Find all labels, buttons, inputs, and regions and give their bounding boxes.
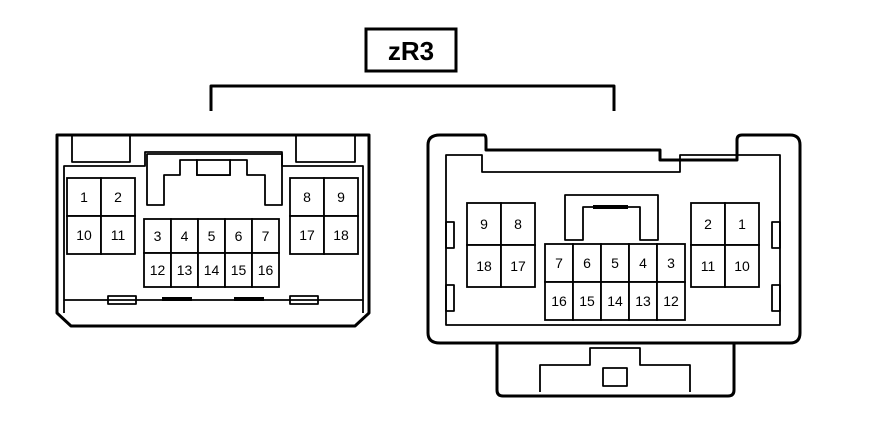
pin-number: 16: [258, 262, 274, 278]
pin-number: 17: [299, 227, 315, 243]
label-bracket: [209, 84, 616, 111]
pin-cell: [500, 202, 536, 246]
pin-cell: [224, 218, 253, 254]
pin-number: 13: [177, 262, 193, 278]
pin-number: 15: [579, 293, 595, 309]
pin-cell: [724, 202, 760, 246]
pin-number: 1: [738, 216, 746, 232]
pin-cell: [224, 252, 253, 288]
pin-number: 6: [583, 255, 591, 271]
pin-number: 4: [639, 255, 647, 271]
pin-cell: [323, 215, 359, 255]
right-connector: [426, 133, 802, 398]
pin-cell: [66, 215, 102, 255]
pin-number: 10: [76, 227, 92, 243]
pin-cell: [170, 252, 199, 288]
pin-number: 8: [303, 189, 311, 205]
pin-cell: [251, 218, 280, 254]
pin-cell: [100, 215, 136, 255]
pin-number: 3: [154, 228, 162, 244]
pin-number: 6: [235, 228, 243, 244]
pin-number: 14: [607, 293, 623, 309]
pin-number: 5: [611, 255, 619, 271]
pin-cell: [100, 177, 136, 217]
pin-cell: [656, 281, 686, 321]
pin-number: 18: [476, 258, 492, 274]
pin-number: 3: [667, 255, 675, 271]
pin-number: 1: [80, 189, 88, 205]
pin-number: 2: [704, 216, 712, 232]
right-top-left-pins: 9 8 18 17: [466, 202, 536, 288]
pin-number: 5: [208, 228, 216, 244]
pin-number: 9: [480, 216, 488, 232]
pin-number: 18: [333, 227, 349, 243]
pin-number: 7: [262, 228, 270, 244]
pin-cell: [572, 281, 602, 321]
pin-number: 11: [111, 227, 126, 243]
pin-number: 16: [551, 293, 567, 309]
pin-number: 15: [231, 262, 247, 278]
pin-number: 12: [150, 262, 166, 278]
left-center-pins: 3 4 5 6 7 12 13 14 15 16: [143, 218, 280, 288]
pin-cell: [143, 218, 172, 254]
pin-number: 14: [204, 262, 220, 278]
connector-label-box: zR3: [364, 27, 458, 73]
left-top-left-pins: 1 2 10 11: [66, 177, 136, 255]
pin-cell: [500, 244, 536, 288]
left-connector: [55, 133, 371, 328]
pin-cell: [251, 252, 280, 288]
pin-cell: [323, 177, 359, 217]
pin-number: 17: [510, 258, 526, 274]
pin-cell: [724, 244, 760, 288]
pin-number: 7: [555, 255, 563, 271]
pin-number: 12: [663, 293, 679, 309]
pin-cell: [656, 243, 686, 283]
pin-number: 10: [734, 258, 750, 274]
connector-label: zR3: [388, 36, 434, 66]
pin-number: 13: [635, 293, 651, 309]
pin-number: 11: [701, 258, 716, 274]
pin-number: 2: [114, 189, 122, 205]
pin-number: 4: [181, 228, 189, 244]
pin-cell: [572, 243, 602, 283]
pin-cell: [628, 281, 658, 321]
left-top-right-pins: 8 9 17 18: [289, 177, 359, 255]
right-center-pins: 7 6 5 4 3 16 15 14 13 12: [544, 243, 686, 321]
pin-number: 8: [514, 216, 522, 232]
pin-number: 9: [337, 189, 345, 205]
pin-cell: [66, 177, 102, 217]
